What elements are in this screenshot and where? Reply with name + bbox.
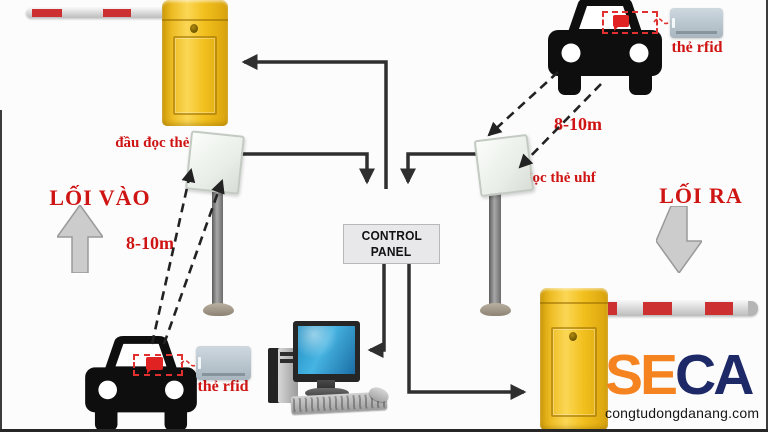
drive-bay [280,352,296,356]
exit-barrier-cabinet [540,288,608,430]
left-reader-pole-base [203,303,234,316]
logo-ca: CA [675,343,754,407]
line-controlpanel-to-computer [367,262,386,359]
car-entrance-icon [85,335,197,432]
rfid-card-label-top: thẻ rfid [671,39,723,56]
logo-se: SE [605,343,678,407]
control-panel-label-line1: CONTROL [361,228,422,244]
computer-monitor [293,321,360,382]
rfid-tag-zone-exit-car [602,11,658,34]
cabinet-seam [540,302,608,304]
frame-edge-right [766,0,768,432]
cabinet-seam [162,19,228,21]
control-panel-label-line2: PANEL [371,244,412,259]
monitor-neck [317,380,335,390]
left-reader-pole [212,184,223,307]
card-slot [198,356,201,370]
keyhole [190,24,198,33]
exit-direction-arrow-icon [656,206,702,273]
exit-barrier-arm [598,301,758,316]
arm-end-cap [748,301,758,316]
seca-wordmark: SECA [605,347,760,404]
frame-edge-bottom [0,429,768,432]
frame-edge-left [0,110,2,432]
entrance-label: LỐI VÀO [49,185,151,210]
line-controlpanel-to-exit-barrier [407,262,527,401]
uhf-reader-antenna-right [473,133,535,198]
monitor-base [305,388,349,398]
uhf-reader-antenna-left [185,130,245,195]
rfid-card-label-bottom: thẻ rfid [197,378,249,395]
arm-stripe [705,302,733,315]
rfid-card-top [670,8,723,38]
entrance-direction-arrow-icon [57,205,103,273]
card-strip [202,373,245,376]
line-right-reader-to-controlpanel [399,152,477,185]
website-url: congtudongdanang.com [605,405,760,421]
line-left-reader-to-controlpanel [240,152,376,185]
drive-bay [280,359,296,363]
entrance-barrier-cabinet [162,0,228,126]
card-strip [676,31,717,34]
car-exit-icon [548,0,662,95]
rfid-tag-icon [613,15,629,31]
entrance-barrier-arm [26,8,164,18]
keyhole [569,332,577,341]
control-panel-box: CONTROL PANEL [343,224,440,264]
rfid-card-bottom [196,346,251,380]
cabinet-panel [551,327,597,417]
right-reader-pole-base [480,303,511,316]
arm-stripe [103,9,131,17]
right-reader-pole [489,186,501,307]
line-controlpanel-to-entrance-barrier [241,53,388,189]
arm-stripe [643,302,672,315]
arm-stripe [32,9,62,17]
rfid-tag-icon [146,357,163,374]
monitor-screen [298,326,355,374]
seca-logo: SECA congtudongdanang.com [605,347,760,421]
card-slot [672,17,675,29]
exit-label: LỐI RA [659,183,743,208]
cabinet-panel [173,36,217,115]
